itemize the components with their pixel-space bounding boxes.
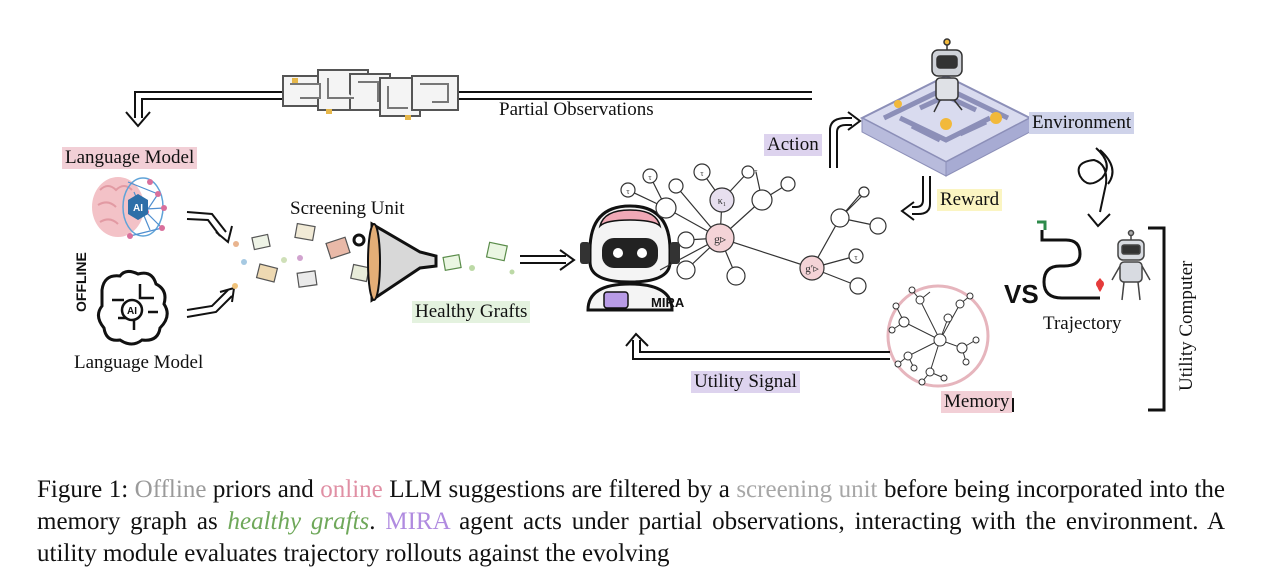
caption-screening: screening unit: [736, 476, 878, 503]
partial-observations-label: Partial Observations: [499, 99, 654, 120]
action-arrow: [829, 111, 862, 168]
svg-text:τ: τ: [754, 167, 758, 176]
action-label: Action: [764, 134, 822, 156]
maze-environment-icon: [859, 38, 1033, 177]
utility-bracket: [1148, 226, 1166, 412]
caption-text-3: before being incorporated into the memor…: [37, 476, 1225, 535]
language-model-online-label: Language Model: [62, 147, 198, 169]
offline-llm-brain-icon: AI: [97, 269, 169, 346]
offline-tag: OFFLINE: [73, 252, 89, 312]
caption-prefix: Figure 1:: [37, 476, 135, 503]
caption-text-4: .: [369, 508, 386, 535]
language-model-offline-label: Language Model: [74, 352, 204, 373]
caption-text-2: LLM suggestions are filtered by a: [382, 476, 737, 503]
caption-text-1: priors and: [206, 476, 321, 503]
environment-to-trajectory-arrow: [1077, 147, 1114, 228]
caption-online: online: [320, 476, 383, 503]
utility-signal-arrow: [625, 332, 890, 360]
figure-diagram: AI AI: [62, 38, 1197, 413]
svg-text:τ: τ: [854, 253, 858, 262]
memory-circle-icon: [886, 284, 990, 388]
svg-text:τ: τ: [648, 173, 652, 182]
figure-caption: Figure 1: Offline priors and online LLM …: [37, 474, 1225, 570]
svg-text:AI: AI: [127, 306, 137, 317]
reward-arrow: [900, 176, 931, 221]
caption-offline: Offline: [134, 476, 207, 503]
maze-strip-icon: [282, 69, 459, 120]
healthy-graft-cards: [442, 241, 515, 275]
environment-label: Environment: [1029, 112, 1135, 134]
screening-funnel-icon: [352, 221, 438, 303]
utility-computer-label: Utility Computer: [1176, 260, 1197, 391]
svg-text:κ₁: κ₁: [718, 196, 727, 207]
trajectory-icon: [1037, 220, 1151, 301]
healthy-grafts-label: Healthy Grafts: [412, 301, 531, 323]
svg-text:g▹: g▹: [714, 232, 726, 246]
memory-graph: κ₁ g▹ g′▹ τ τ τ τ τ: [620, 163, 887, 295]
vs-text: VS: [1004, 279, 1039, 309]
svg-text:τ: τ: [700, 169, 704, 178]
screening-unit-label: Screening Unit: [290, 198, 405, 219]
reward-label: Reward: [937, 189, 1003, 211]
svg-text:g′▹: g′▹: [805, 263, 819, 275]
trajectory-label: Trajectory: [1043, 313, 1122, 334]
online-llm-brain-icon: AI: [92, 177, 167, 239]
svg-text:τ: τ: [626, 187, 630, 196]
brain-to-screening-arrows: [186, 211, 236, 318]
svg-text:AI: AI: [133, 203, 143, 214]
grafts-to-mira-arrow: [520, 249, 576, 271]
caption-mira: MIRA: [385, 508, 450, 535]
utility-signal-label: Utility Signal: [691, 371, 800, 393]
mira-robot-icon: MIRA: [580, 204, 685, 312]
memory-label: Memory: [941, 391, 1013, 413]
svg-text:MIRA: MIRA: [651, 295, 685, 310]
suggestion-cards: [232, 222, 370, 289]
caption-healthy: healthy grafts: [227, 508, 370, 535]
partial-observations-arrow: [125, 91, 812, 128]
diagram-canvas: AI AI: [92, 38, 1166, 412]
